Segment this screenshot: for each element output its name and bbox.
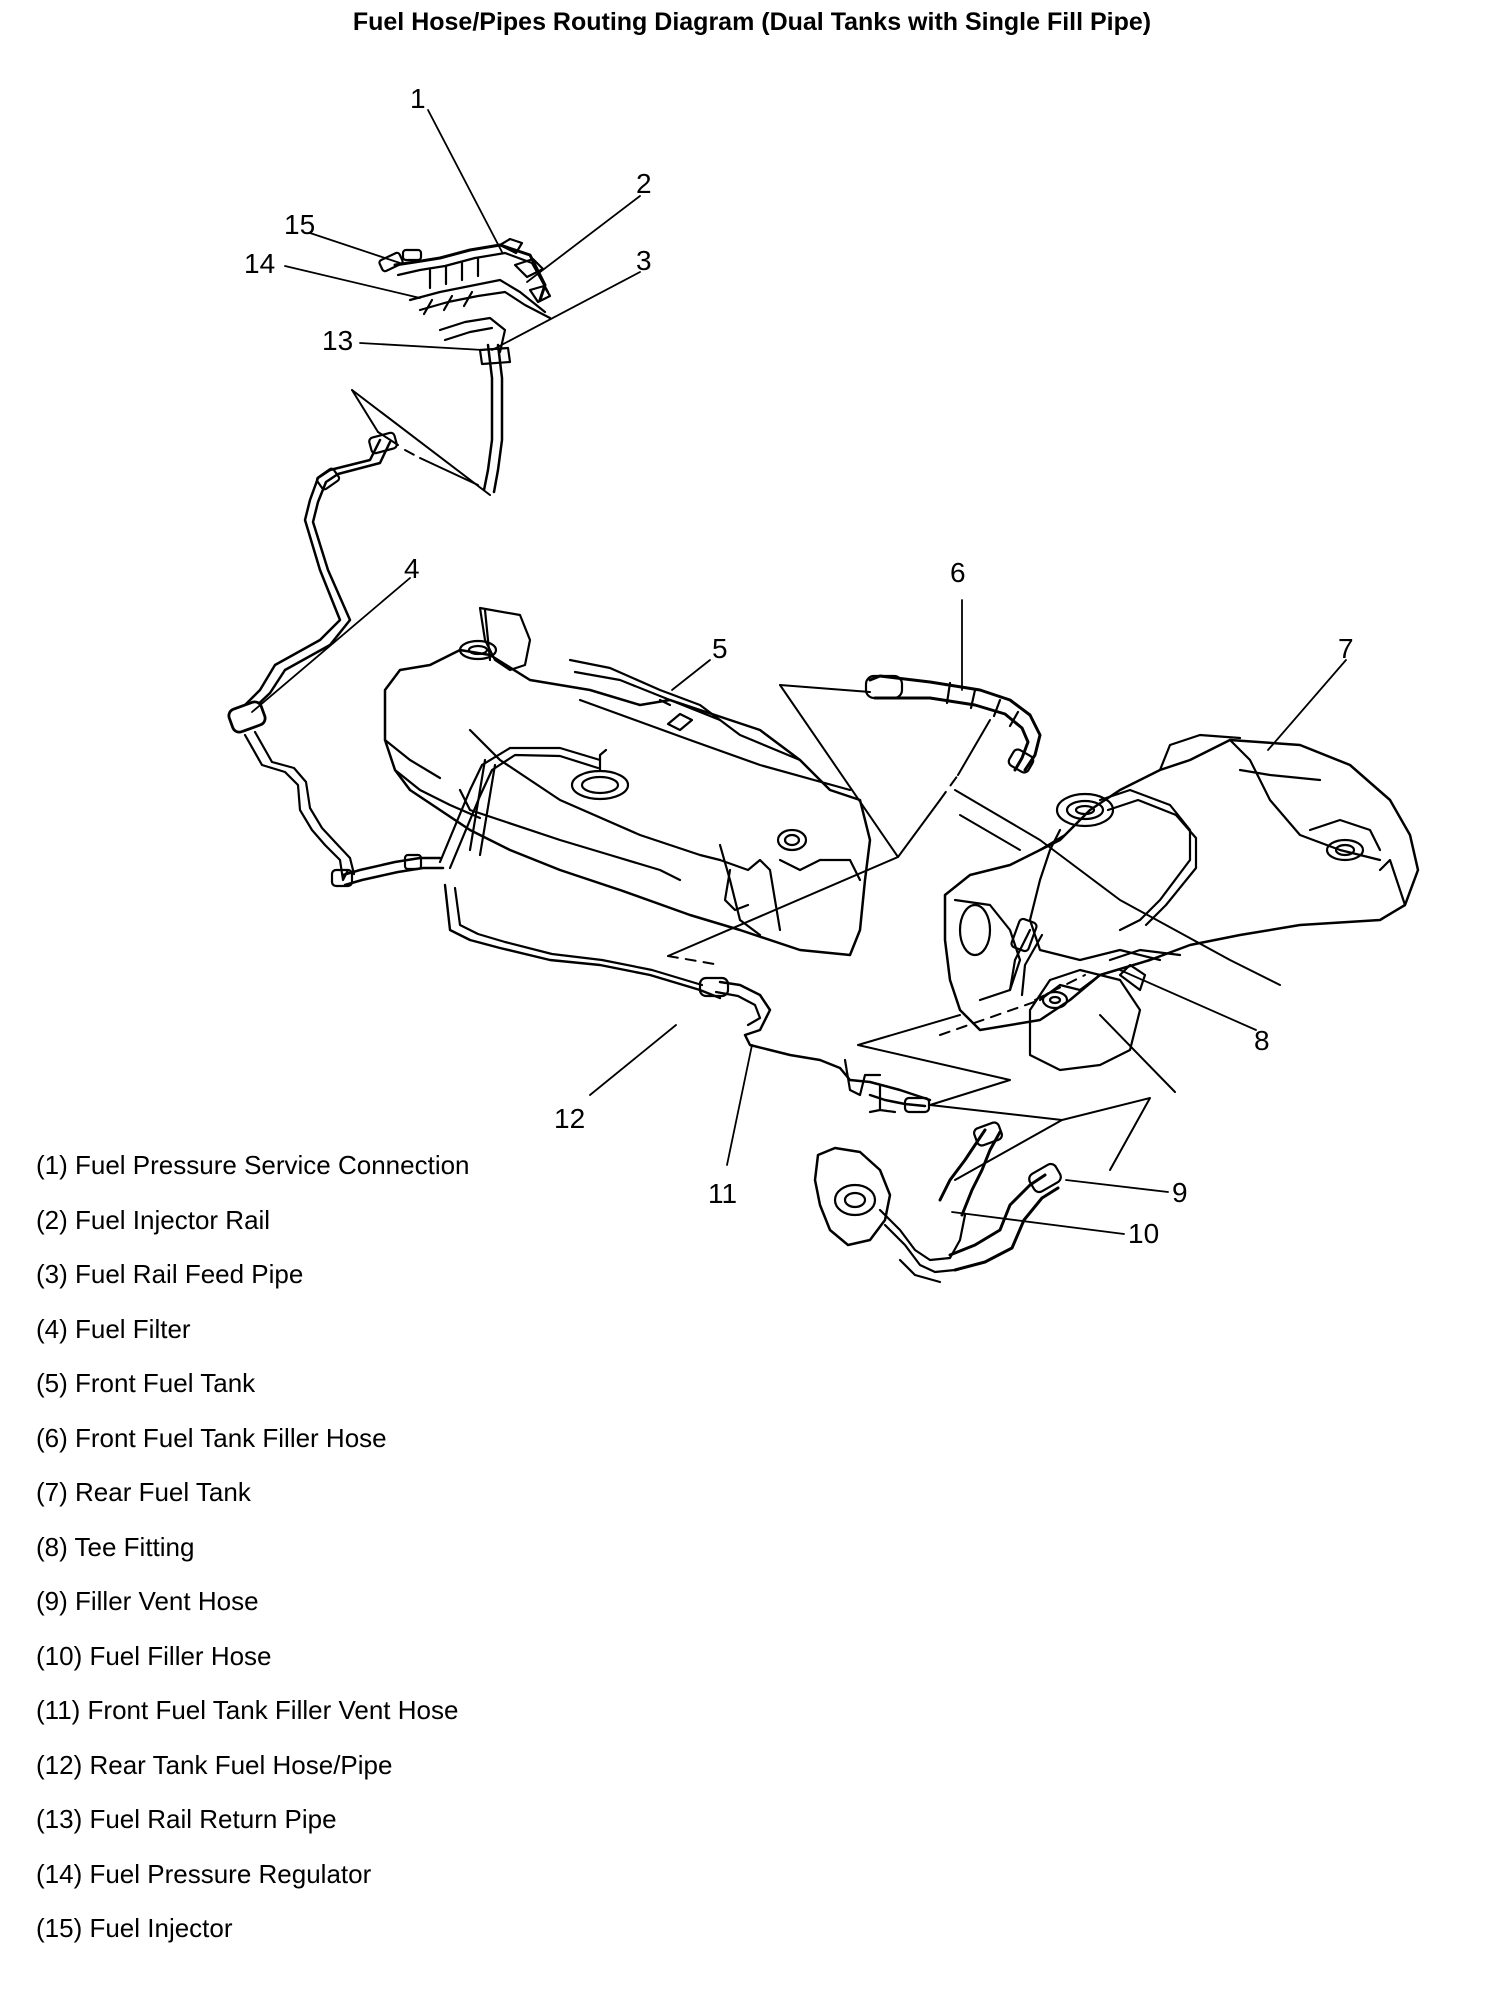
- leader-lines: [251, 109, 1347, 1235]
- callout-10: 10: [1128, 1218, 1159, 1249]
- legend-item: (14) Fuel Pressure Regulator: [36, 1858, 372, 1889]
- legend-item: (11) Front Fuel Tank Filler Vent Hose: [36, 1695, 459, 1725]
- legend-item: (6) Front Fuel Tank Filler Hose: [36, 1422, 387, 1453]
- callout-15: 15: [284, 209, 315, 240]
- legend-item: (13) Fuel Rail Return Pipe: [36, 1804, 337, 1834]
- callout-9: 9: [1172, 1177, 1188, 1208]
- legend-item: (10) Fuel Filler Hose: [36, 1640, 272, 1671]
- legend-item: (4) Fuel Filter: [36, 1313, 191, 1344]
- callout-7: 7: [1338, 633, 1354, 664]
- callout-12: 12: [554, 1103, 585, 1134]
- front-fuel-tank: [383, 606, 872, 957]
- fuel-filler-neck-assembly: [813, 1121, 1062, 1284]
- callout-3: 3: [636, 245, 652, 276]
- legend-item: (15) Fuel Injector: [36, 1913, 233, 1943]
- callout-5: 5: [712, 633, 728, 664]
- front-tank-filler-hose: [864, 674, 1042, 774]
- callout-13: 13: [322, 325, 353, 356]
- legend-item: (5) Front Fuel Tank: [36, 1368, 256, 1398]
- rear-fuel-tank: [943, 733, 1420, 1032]
- callout-8: 8: [1254, 1025, 1270, 1056]
- front-tank-pipes: [438, 746, 722, 1000]
- fuel-lines-left: [227, 431, 445, 888]
- legend-item: (3) Fuel Rail Feed Pipe: [36, 1259, 304, 1289]
- callout-1: 1: [410, 83, 426, 114]
- fuel-rail-assembly: [378, 237, 552, 494]
- vent-hose-and-rear-pipe: [698, 976, 932, 1114]
- legend-item: (9) Filler Vent Hose: [36, 1586, 259, 1616]
- callout-4: 4: [404, 553, 420, 584]
- callout-14: 14: [244, 248, 275, 279]
- legend-item: (12) Rear Tank Fuel Hose/Pipe: [36, 1749, 393, 1780]
- legend-item: (1) Fuel Pressure Service Connection: [36, 1150, 470, 1180]
- break-symbol-top: [351, 389, 491, 496]
- tee-fitting-assembly: [1008, 917, 1147, 1072]
- callout-2: 2: [636, 168, 652, 199]
- callout-6: 6: [950, 557, 966, 588]
- callout-11: 11: [708, 1178, 737, 1209]
- legend-item: (2) Fuel Injector Rail: [36, 1204, 271, 1235]
- diagram-title: Fuel Hose/Pipes Routing Diagram (Dual Ta…: [352, 8, 1152, 36]
- legend-item: (8) Tee Fitting: [36, 1531, 195, 1562]
- break-symbols: [667, 684, 1281, 1181]
- legend-item: (7) Rear Fuel Tank: [36, 1477, 251, 1507]
- callout-numbers: 1 2 3 4 5 6 7 8 9 10 11 12 13 14 15: [244, 83, 1354, 1249]
- parts-legend: (1) Fuel Pressure Service Connection (2)…: [36, 1150, 470, 1968]
